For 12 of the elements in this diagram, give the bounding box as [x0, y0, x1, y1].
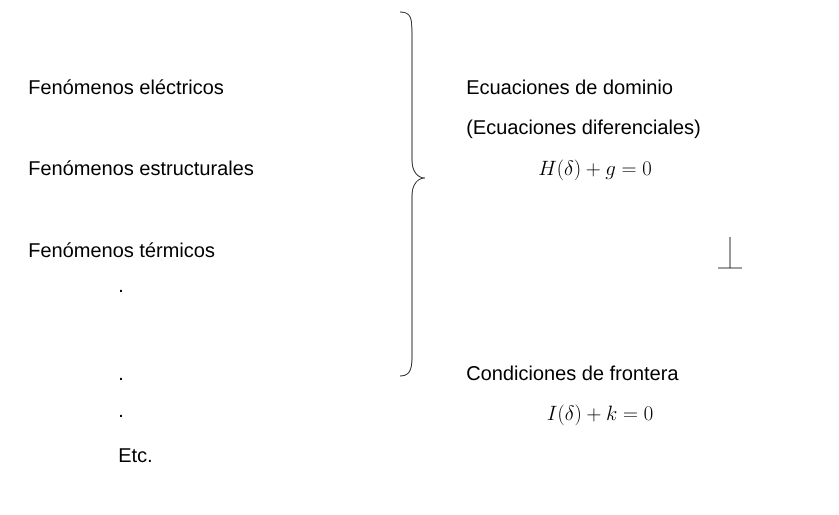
dot: . [120, 378, 122, 380]
equation: $H(\delta) + g = 0$ [539, 159, 651, 180]
heading-text: Ecuaciones de dominio [468, 80, 672, 94]
item-text: Fenómenos eléctricos [30, 79, 224, 94]
heading-text: (Ecuaciones diferenciales) [467, 120, 700, 138]
item-text: Etc. [120, 448, 151, 462]
item-text: Fenómenos estructurales [30, 160, 254, 176]
equation: $I(\delta) + k = 0$ [548, 404, 652, 426]
dot: . [120, 290, 122, 292]
item-text: Fenómenos térmicos [30, 242, 214, 258]
heading-text: Condiciones de frontera [467, 366, 678, 380]
dot: . [120, 414, 122, 417]
